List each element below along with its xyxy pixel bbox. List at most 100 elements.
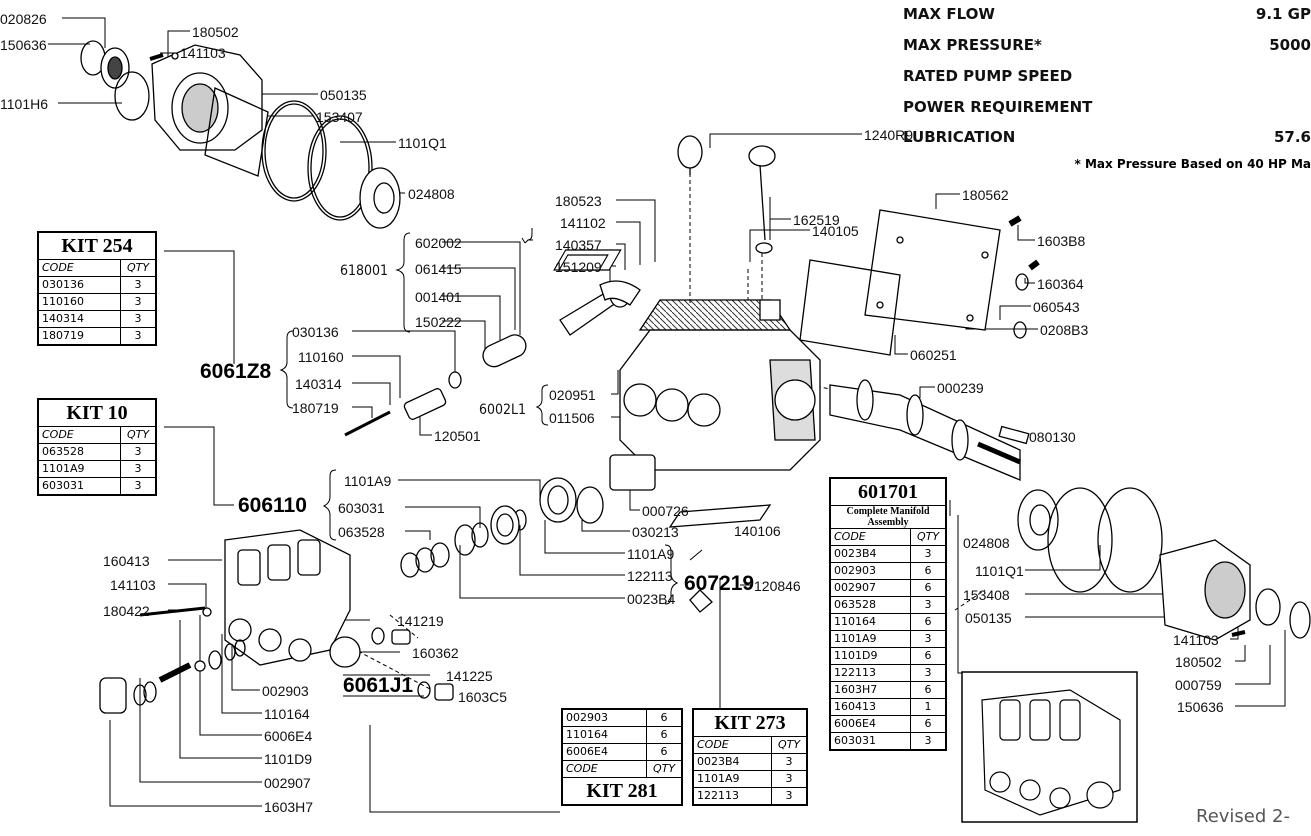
part-label: 602002: [415, 235, 462, 251]
qty-cell: 6: [646, 726, 683, 744]
manifold: [99, 529, 454, 714]
part-label: 0208B3: [1040, 322, 1088, 338]
code-cell: 0023B4: [692, 753, 772, 771]
code-cell: 160413: [829, 698, 911, 716]
part-label: 140105: [812, 223, 859, 239]
part-label: 150222: [415, 314, 462, 330]
group-braces: [279, 228, 679, 605]
part-label: 153407: [316, 109, 363, 125]
part-label: 050135: [320, 87, 367, 103]
qty-cell: 6: [910, 562, 947, 580]
part-label: 141103: [180, 45, 226, 61]
part-label: 180719: [292, 400, 339, 416]
code-header: CODE: [37, 426, 121, 444]
qty-cell: 6: [910, 579, 947, 597]
crankshaft: [829, 379, 1021, 481]
qty-cell: 6: [910, 715, 947, 733]
part-label: 1603C5: [458, 689, 507, 705]
code-cell: 603031: [37, 477, 121, 496]
part-label: 140106: [734, 523, 781, 539]
kit-title: KIT 281: [561, 777, 683, 806]
qty-cell: 6: [910, 681, 947, 699]
group-607219: 607219: [684, 572, 754, 595]
part-label: 1101H6: [0, 96, 48, 112]
spec-label: POWER REQUIREMENT: [903, 98, 1093, 116]
spec-label: MAX PRESSURE*: [903, 36, 1042, 54]
group-606110: 606110: [238, 494, 307, 517]
qty-cell: 3: [120, 293, 157, 311]
qty-cell: 3: [910, 732, 947, 751]
code-cell: 0023B4: [829, 545, 911, 563]
kit-subtitle: Complete Manifold Assembly: [829, 505, 947, 529]
part-label: 180502: [192, 24, 239, 40]
part-label: 001401: [415, 289, 462, 305]
code-cell: 180719: [37, 327, 121, 346]
part-label: 1101Q1: [975, 563, 1024, 579]
qty-cell: 3: [120, 327, 157, 346]
part-label: 160413: [103, 553, 150, 569]
code-header: CODE: [561, 760, 647, 778]
group-6061J1: 6061J1: [343, 674, 413, 697]
qty-cell: 3: [910, 664, 947, 682]
part-label: 061415: [415, 261, 462, 277]
part-label: 151209: [555, 259, 602, 275]
qty-header: QTY: [910, 528, 947, 546]
part-label: 153408: [963, 587, 1010, 603]
kit-title: KIT 254: [37, 231, 157, 260]
code-cell: 1101A9: [692, 770, 772, 788]
kit-title: KIT 10: [37, 398, 157, 427]
qty-cell: 3: [120, 276, 157, 294]
code-cell: 030136: [37, 276, 121, 294]
part-label: 141103: [110, 577, 156, 593]
part-label: 141225: [446, 668, 493, 684]
group-618001: 618001: [340, 263, 388, 279]
qty-cell: 3: [120, 477, 157, 496]
manifold-inset-drawing: [981, 689, 1121, 816]
part-label: 030136: [292, 324, 339, 340]
part-label: 180523: [555, 193, 602, 209]
part-label: 180562: [962, 187, 1009, 203]
spec-label: LUBRICATION: [903, 128, 1015, 146]
code-cell: 1101A9: [829, 630, 911, 648]
part-label: 000759: [1175, 677, 1222, 693]
code-cell: 1101A9: [37, 460, 121, 478]
code-header: CODE: [829, 528, 911, 546]
qty-cell: 3: [910, 545, 947, 563]
part-label: 160364: [1037, 276, 1084, 292]
qty-cell: 3: [771, 787, 808, 806]
code-cell: 063528: [829, 596, 911, 614]
part-label: 110164: [264, 706, 310, 722]
part-label: 120501: [434, 428, 481, 444]
part-label: 030213: [632, 524, 679, 540]
right-side-parts: [558, 209, 1311, 641]
spec-footnote: * Max Pressure Based on 40 HP Ma: [1074, 157, 1311, 171]
qty-header: QTY: [120, 259, 157, 277]
kit-title: KIT 273: [692, 708, 808, 737]
qty-cell: 6: [910, 613, 947, 631]
part-label: 141219: [397, 613, 444, 629]
code-cell: 1101D9: [829, 647, 911, 665]
part-label: 024808: [408, 186, 455, 202]
spec-block: MAX FLOW MAX PRESSURE* RATED PUMP SPEED …: [903, 5, 1311, 171]
group-6061Z8: 6061Z8: [200, 360, 272, 383]
code-cell: 140314: [37, 310, 121, 328]
part-label: 063528: [338, 524, 385, 540]
